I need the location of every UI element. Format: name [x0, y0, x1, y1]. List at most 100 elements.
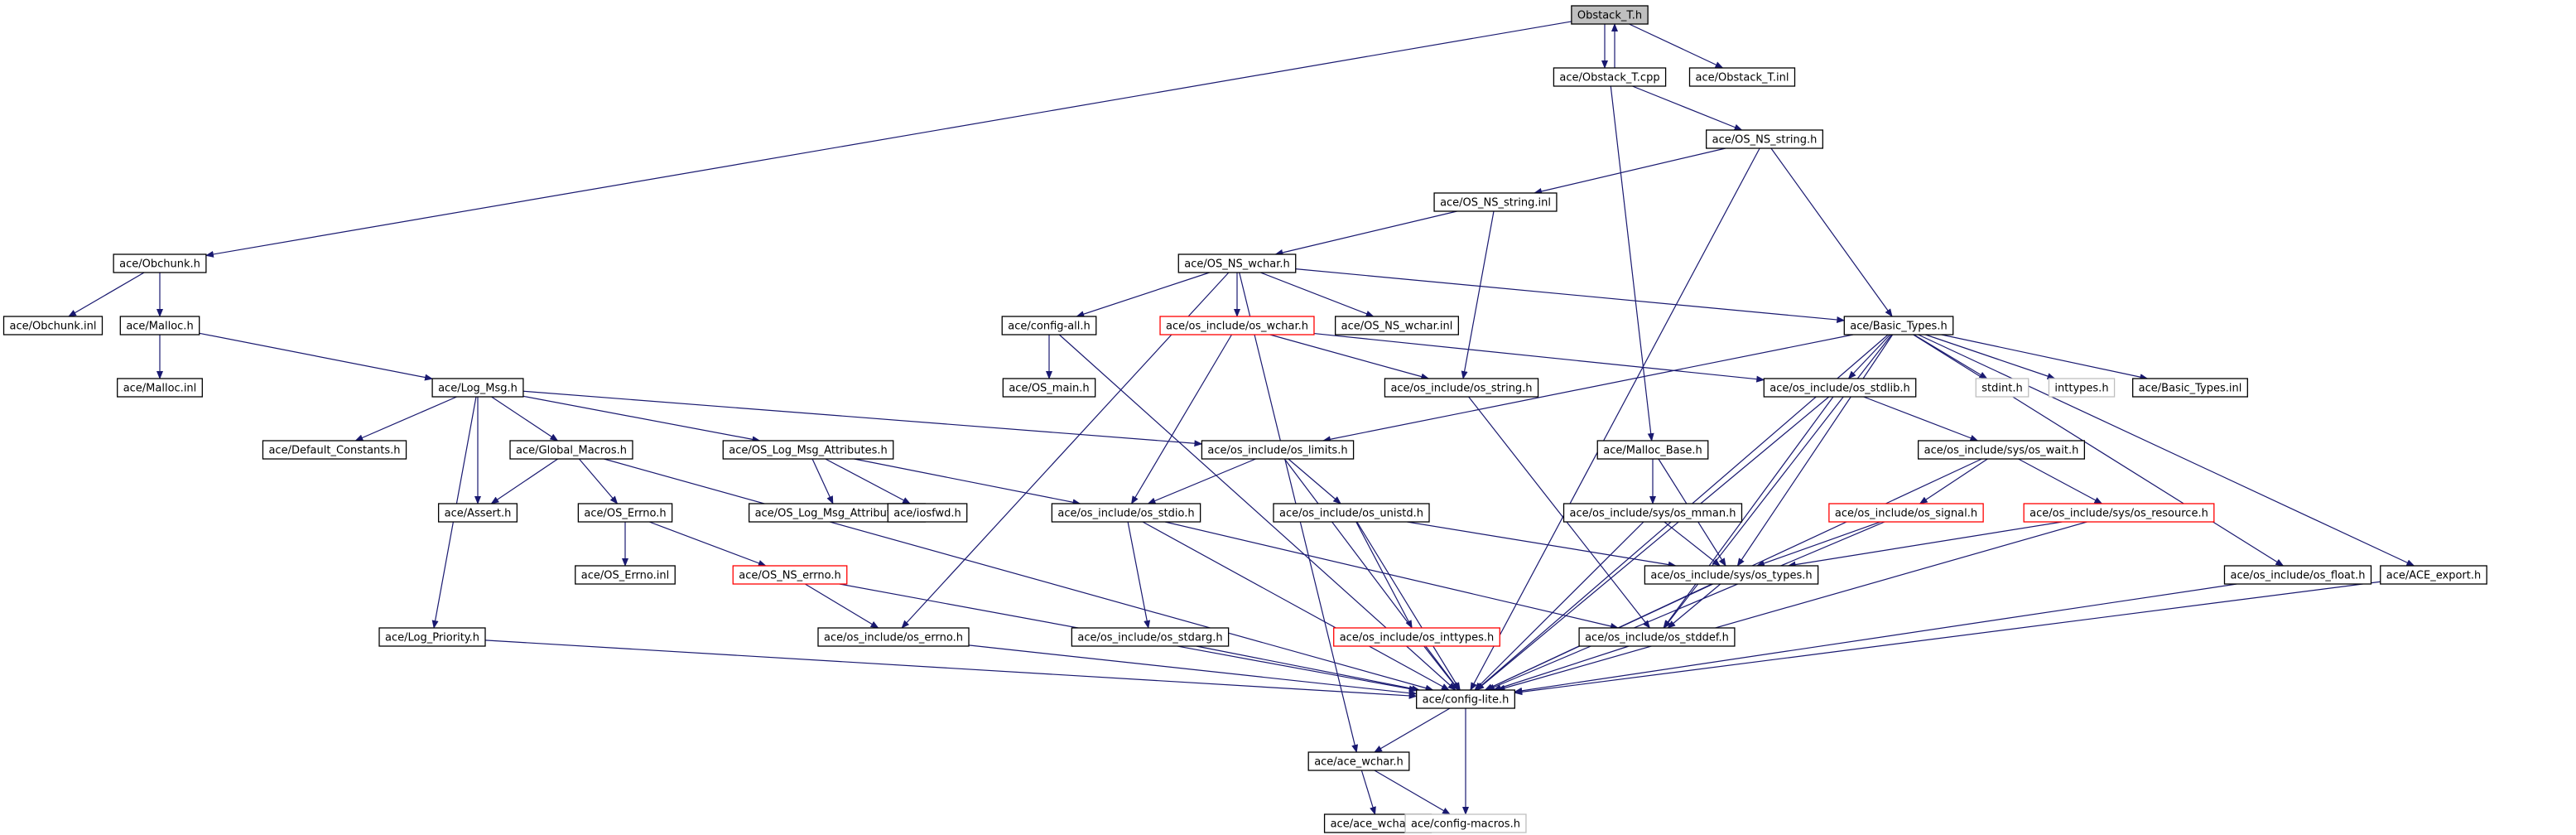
node-ace-export[interactable]: ace/ACE_export.h: [2380, 565, 2487, 585]
node-config-all[interactable]: ace/config-all.h: [1001, 316, 1097, 335]
node-label: ace/os_include/sys/os_mman.h: [1570, 508, 1736, 520]
node-label: ace/os_include/os_stdarg.h: [1077, 632, 1222, 644]
node-box: [1071, 627, 1230, 647]
node-default-constants[interactable]: ace/Default_Constants.h: [262, 440, 407, 460]
node-stdint[interactable]: stdint.h: [1975, 378, 2030, 398]
node-malloc-h[interactable]: ace/Malloc.h: [119, 316, 200, 335]
node-box: [1688, 67, 1796, 87]
node-ace-wchar-h[interactable]: ace/ace_wchar.h: [1307, 751, 1410, 771]
edge-os-wait-to-os-resource: [2018, 458, 2103, 504]
node-ace-wchar-inl[interactable]: ace/ace_wchar.inl: [1323, 813, 1432, 833]
node-malloc-base[interactable]: ace/Malloc_Base.h: [1596, 440, 1709, 460]
node-errno-inl[interactable]: ace/OS_Errno.inl: [575, 565, 676, 585]
node-box: [2132, 378, 2248, 398]
node-ns-string-inl[interactable]: ace/OS_NS_string.inl: [1433, 192, 1558, 212]
node-ns-errno[interactable]: ace/OS_NS_errno.h: [732, 565, 848, 585]
node-os-stdlib[interactable]: ace/os_include/os_stdlib.h: [1763, 378, 1917, 398]
node-os-errno[interactable]: ace/os_include/os_errno.h: [817, 627, 970, 647]
node-os-signal[interactable]: ace/os_include/os_signal.h: [1828, 503, 1984, 523]
node-os-mman[interactable]: ace/os_include/sys/os_mman.h: [1562, 503, 1743, 523]
node-label: ace/OS_Log_Msg_Attributes.inl: [755, 508, 920, 520]
node-iosfwd[interactable]: ace/iosfwd.h: [887, 503, 968, 523]
node-inttypes[interactable]: inttypes.h: [2048, 378, 2116, 398]
edge-os-stdio-to-config-lite: [1142, 521, 1450, 691]
edge-os-wchar-to-os-string: [1269, 334, 1430, 380]
node-obchunk-h[interactable]: ace/Obchunk.h: [113, 253, 207, 273]
node-os-unistd[interactable]: ace/os_include/os_unistd.h: [1273, 503, 1430, 523]
edge-ns-string-inl-to-os-string: [1461, 210, 1495, 379]
node-box: [1596, 440, 1709, 460]
node-config-lite[interactable]: ace/config-lite.h: [1416, 689, 1515, 709]
node-basic-types-h[interactable]: ace/Basic_Types.h: [1843, 316, 1954, 335]
edge-os-stdlib-to-os-stddef: [1663, 396, 1834, 629]
node-obchunk-inl[interactable]: ace/Obchunk.inl: [2, 316, 104, 335]
edge-os-string-to-os-stddef: [1468, 396, 1650, 629]
node-ns-wchar-h[interactable]: ace/OS_NS_wchar.h: [1177, 253, 1297, 273]
node-box: [887, 503, 968, 523]
node-malloc-inl[interactable]: ace/Malloc.inl: [117, 378, 203, 398]
node-log-msg-attr[interactable]: ace/OS_Log_Msg_Attributes.h: [722, 440, 894, 460]
node-os-wchar[interactable]: ace/os_include/os_wchar.h: [1159, 316, 1315, 335]
node-label: ace/Basic_Types.h: [1850, 321, 1947, 333]
node-box: [119, 316, 200, 335]
node-box: [1571, 5, 1649, 25]
node-os-string[interactable]: ace/os_include/os_string.h: [1384, 378, 1539, 398]
node-label: ace/OS_NS_string.h: [1712, 134, 1818, 147]
node-os-resource[interactable]: ace/os_include/sys/os_resource.h: [2023, 503, 2215, 523]
nodes-layer: Obstack_T.h ace/Obstack_T.cpp ace/Obstack_…: [2, 5, 2487, 833]
node-label: ace/Assert.h: [445, 508, 512, 520]
node-box: [1763, 378, 1917, 398]
node-label: stdint.h: [1981, 383, 2022, 395]
node-log-msg[interactable]: ace/Log_Msg.h: [431, 378, 524, 398]
node-log-priority[interactable]: ace/Log_Priority.h: [378, 627, 486, 647]
node-basic-types-inl[interactable]: ace/Basic_Types.inl: [2132, 378, 2248, 398]
edge-log-msg-attr-to-iosfwd: [825, 458, 912, 504]
node-os-stddef[interactable]: ace/os_include/os_stddef.h: [1578, 627, 1736, 647]
edge-os-inttypes-to-config-lite: [1423, 645, 1459, 691]
node-os-inttypes[interactable]: ace/os_include/os_inttypes.h: [1333, 627, 1500, 647]
node-box: [437, 503, 518, 523]
node-box: [1553, 67, 1667, 87]
node-box: [577, 503, 673, 523]
node-label: ace/OS_Errno.inl: [581, 570, 669, 582]
node-os-stdio[interactable]: ace/os_include/os_stdio.h: [1051, 503, 1201, 523]
node-errno-h[interactable]: ace/OS_Errno.h: [577, 503, 673, 523]
edge-os-stdarg-to-config-lite: [1196, 645, 1421, 693]
node-label: ace/Obstack_T.cpp: [1559, 72, 1659, 84]
node-log-msg-attr-inl[interactable]: ace/OS_Log_Msg_Attributes.inl: [748, 503, 927, 523]
edge-ns-string-h-to-config-lite: [1470, 147, 1760, 691]
edge-log-msg-attr-to-log-msg-attr-inl: [811, 458, 834, 504]
edge-os-mman-to-os-types: [1664, 521, 1721, 567]
node-box: [732, 565, 848, 585]
node-os-limits[interactable]: ace/os_include/os_limits.h: [1201, 440, 1355, 460]
node-box: [1002, 378, 1096, 398]
node-label: ace/config-macros.h: [1411, 818, 1520, 831]
edge-ns-errno-to-os-errno: [805, 583, 879, 629]
node-os-float[interactable]: ace/os_include/os_float.h: [2223, 565, 2372, 585]
node-label: ace/os_include/sys/os_wait.h: [1924, 445, 2079, 457]
node-ns-wchar-inl[interactable]: ace/OS_NS_wchar.inl: [1335, 316, 1459, 335]
node-os-wait[interactable]: ace/os_include/sys/os_wait.h: [1917, 440, 2086, 460]
node-box: [2, 316, 104, 335]
node-os-types[interactable]: ace/os_include/sys/os_types.h: [1644, 565, 1819, 585]
node-obstack-inl[interactable]: ace/Obstack_T.inl: [1688, 67, 1796, 87]
node-box: [1828, 503, 1984, 523]
node-os-stdarg[interactable]: ace/os_include/os_stdarg.h: [1071, 627, 1230, 647]
node-root[interactable]: Obstack_T.h: [1571, 5, 1649, 25]
node-box: [1843, 316, 1954, 335]
node-box: [1273, 503, 1430, 523]
node-os-main[interactable]: ace/OS_main.h: [1002, 378, 1096, 398]
node-global-macros[interactable]: ace/Global_Macros.h: [509, 440, 633, 460]
node-ns-string-h[interactable]: ace/OS_NS_string.h: [1706, 129, 1823, 149]
node-box: [431, 378, 524, 398]
edge-os-wchar-to-os-stdio: [1131, 334, 1232, 504]
edge-obstack-cpp-to-malloc-base: [1610, 85, 1654, 442]
edge-basic-types-h-to-os-stddef: [1663, 334, 1892, 629]
node-label: ace/Log_Priority.h: [385, 632, 479, 644]
node-config-macros[interactable]: ace/config-macros.h: [1404, 813, 1527, 833]
edge-os-stdlib-to-config-lite: [1476, 396, 1830, 691]
node-box: [262, 440, 407, 460]
node-assert-h[interactable]: ace/Assert.h: [437, 503, 518, 523]
node-label: ace/OS_NS_errno.h: [739, 570, 841, 582]
node-obstack-cpp[interactable]: ace/Obstack_T.cpp: [1553, 67, 1667, 87]
